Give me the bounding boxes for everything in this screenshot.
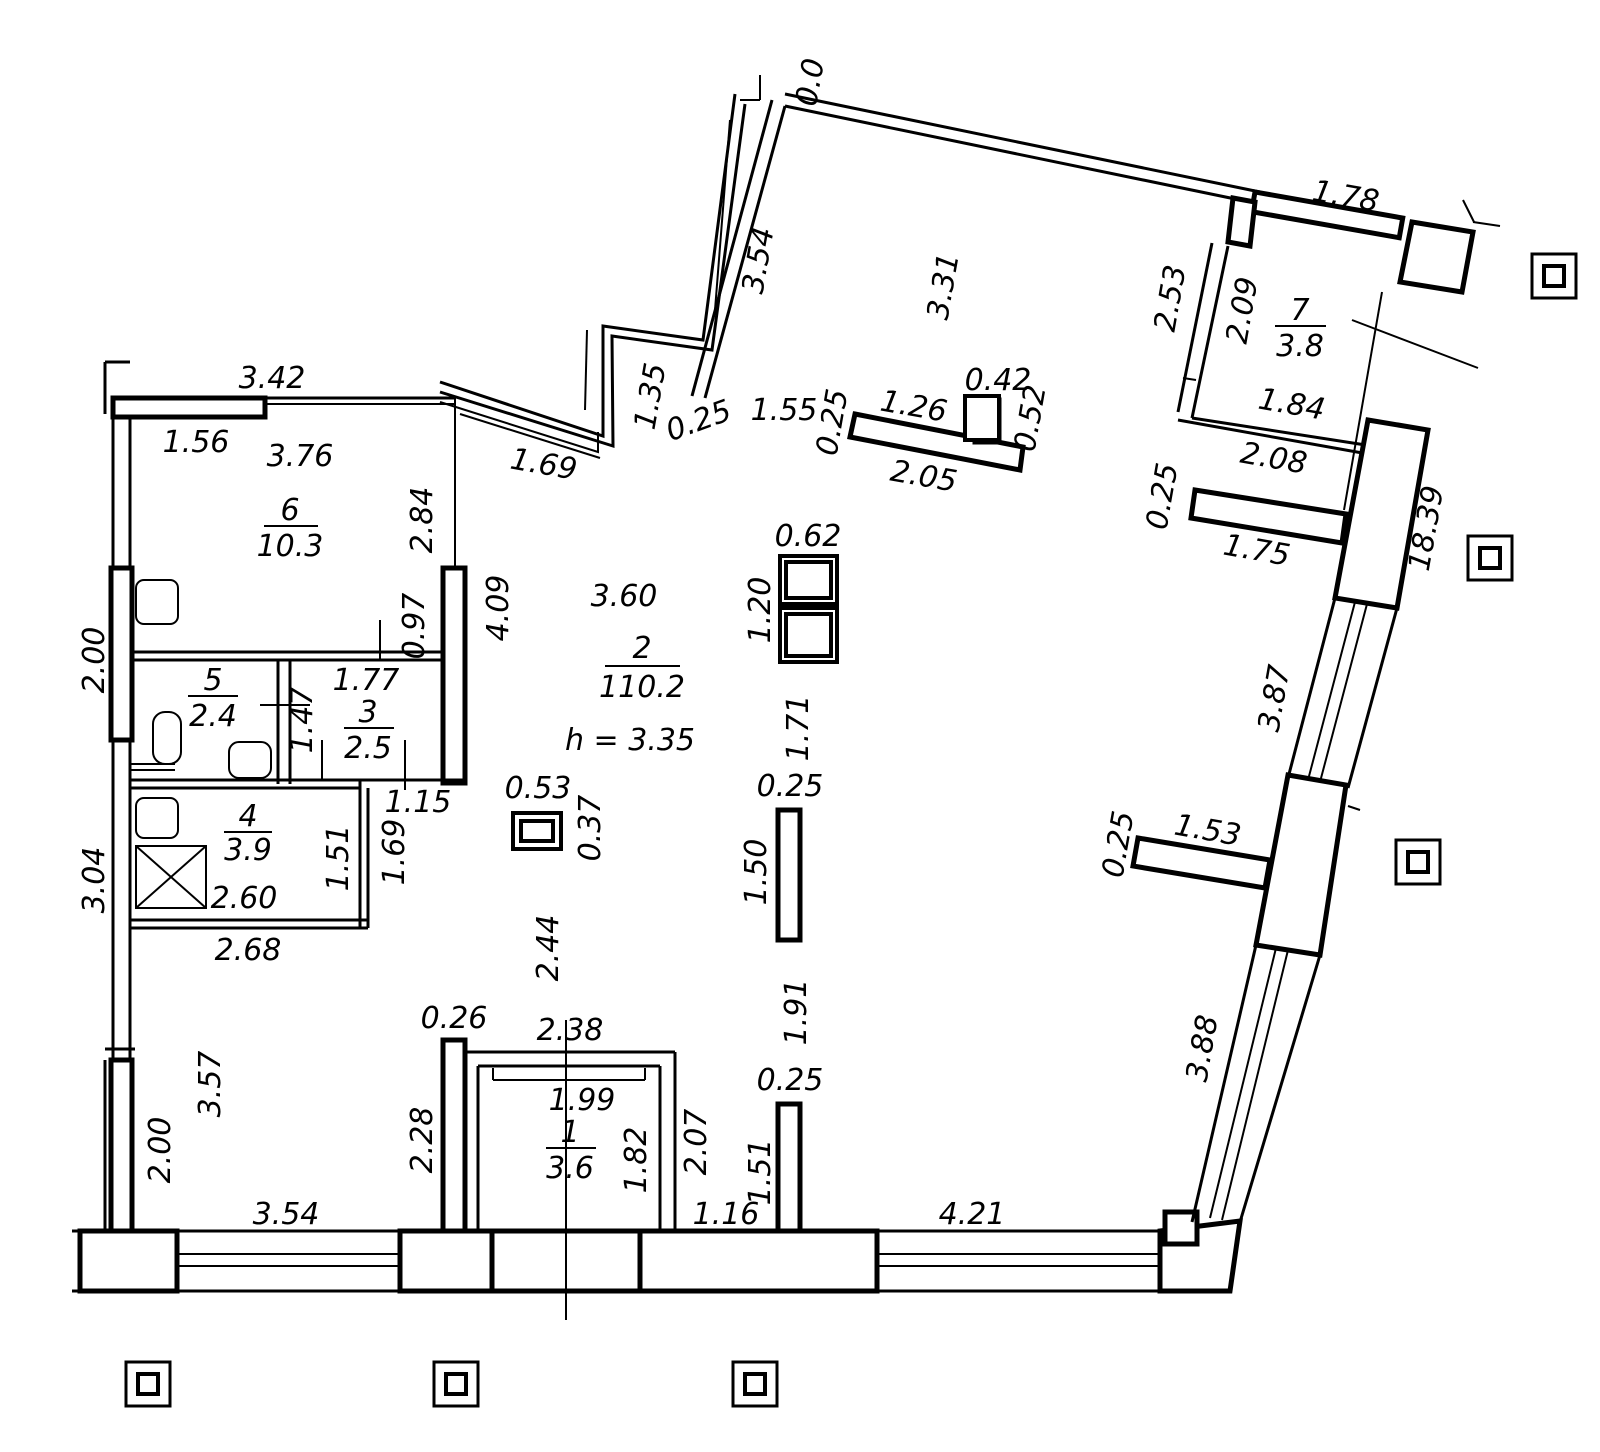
room-label-7: 7 3.8	[1275, 293, 1326, 364]
dim-label: 0.37	[573, 795, 608, 862]
dim-label: 2.05	[888, 454, 960, 500]
room-1-walls	[440, 1020, 677, 1320]
left-wall	[103, 360, 135, 1234]
room-6-number: 6	[280, 493, 299, 528]
dim-label: 2.09	[1220, 274, 1266, 346]
dim-label: 2.84	[405, 487, 440, 554]
dim-label: 2.28	[405, 1107, 440, 1174]
pillars	[511, 394, 1001, 1234]
room-5-number: 5	[203, 663, 222, 698]
dim-label: 1.82	[619, 1127, 654, 1194]
room-label-3: 3 2.5	[344, 695, 394, 766]
dim-label: 3.54	[736, 224, 782, 296]
room-5-area: 2.4	[189, 699, 237, 734]
zigzag-walls	[439, 75, 761, 459]
dim-label: 1.15	[385, 785, 452, 820]
room-1-area: 3.6	[546, 1151, 594, 1186]
dim-label: 0.53	[505, 771, 572, 806]
room-label-1: 1 3.6	[546, 1115, 596, 1186]
dim-label: 0.25	[757, 769, 824, 804]
dim-label: 1.91	[779, 979, 814, 1046]
dim-label: 2.68	[215, 933, 282, 968]
dim-label: 0.0	[789, 56, 832, 109]
dim-label: 1.69	[377, 819, 412, 886]
dim-label: 1.16	[693, 1197, 760, 1232]
room-2-number: 2	[632, 631, 651, 666]
dim-label: 2.00	[77, 627, 112, 694]
room-label-6: 6 10.3	[257, 493, 324, 564]
column-marker	[1530, 252, 1578, 300]
dim-label: 0.62	[775, 519, 842, 554]
right-facade	[1190, 319, 1479, 1223]
room-7-walls	[1176, 242, 1373, 456]
room-7-area: 3.8	[1276, 329, 1324, 364]
dim-label: 4.21	[939, 1197, 1006, 1232]
dim-label: 2.44	[531, 915, 566, 982]
dim-label: 3.60	[591, 579, 658, 614]
dim-label: 3.54	[253, 1197, 320, 1232]
dim-label: 3.88	[1180, 1012, 1226, 1084]
room-label-2: 2 110.2 h = 3.35	[565, 631, 695, 758]
dim-label: 2.00	[143, 1117, 178, 1184]
dim-label: 1.77	[333, 663, 400, 698]
column-marker	[1466, 534, 1514, 582]
room-6-area: 10.3	[257, 529, 324, 564]
room-3-area: 2.5	[344, 731, 392, 766]
dim-label: 1.84	[1256, 382, 1328, 428]
dim-label: 1.56	[163, 425, 230, 460]
room-label-5: 5 2.4	[188, 663, 238, 734]
dim-label: 3.87	[1252, 662, 1298, 734]
room-2-area: 110.2	[599, 670, 685, 705]
dim-label: 2.38	[537, 1013, 604, 1048]
column-markers	[124, 252, 1578, 1408]
dim-label: 3.31	[921, 250, 967, 322]
dim-label: 3.76	[267, 439, 334, 474]
dim-label: 0.25	[1140, 460, 1186, 532]
dim-label: 2.53	[1148, 262, 1194, 334]
dim-label: 0.25	[757, 1063, 824, 1098]
column-marker	[124, 1360, 172, 1408]
dim-label: 1.20	[743, 577, 778, 644]
room-1-number: 1	[560, 1115, 579, 1150]
dim-label: 1.51	[321, 825, 356, 892]
room-2-height: h = 3.35	[565, 723, 695, 758]
dim-label: 3.42	[239, 361, 306, 396]
bathroom-block	[130, 565, 468, 930]
dim-label: 1.50	[739, 839, 774, 906]
bottom-facade	[72, 1209, 1243, 1294]
dim-label: 1.99	[549, 1083, 616, 1118]
room-4-number: 4	[238, 799, 257, 834]
room-label-4: 4 3.9	[224, 799, 272, 868]
dim-label: 1.51	[743, 1139, 778, 1206]
dimension-lines	[260, 291, 1383, 790]
dim-label: 0.25	[1096, 808, 1142, 880]
dim-label: 0.42	[965, 363, 1032, 398]
dim-label: 2.07	[679, 1109, 714, 1176]
column-marker	[1394, 838, 1442, 886]
dim-label: 0.26	[421, 1001, 488, 1036]
room-7-number: 7	[1290, 293, 1309, 328]
room-3-number: 3	[358, 695, 377, 730]
interior-partitions	[847, 397, 1349, 891]
dim-label: 3.57	[193, 1051, 228, 1118]
fixtures	[135, 579, 272, 909]
dim-label: 0.97	[397, 593, 432, 660]
dimension-labels: 3.54 3.31 1.78 2.53 2.09 1.84 2.08 0.25 …	[77, 56, 1451, 1232]
room-4-area: 3.9	[224, 833, 272, 868]
dim-label: 2.60	[211, 881, 278, 916]
dim-label: 1.71	[781, 695, 816, 762]
column-marker	[731, 1360, 779, 1408]
dim-label: 4.09	[481, 575, 516, 642]
dim-label: 3.04	[77, 847, 112, 914]
top-room-wall	[690, 92, 1501, 399]
dim-label: 1.55	[751, 393, 818, 428]
column-marker	[432, 1360, 480, 1408]
dim-label: 0.25	[661, 393, 736, 449]
dim-label: 1.47	[285, 687, 320, 754]
top-left-wall	[110, 395, 456, 568]
